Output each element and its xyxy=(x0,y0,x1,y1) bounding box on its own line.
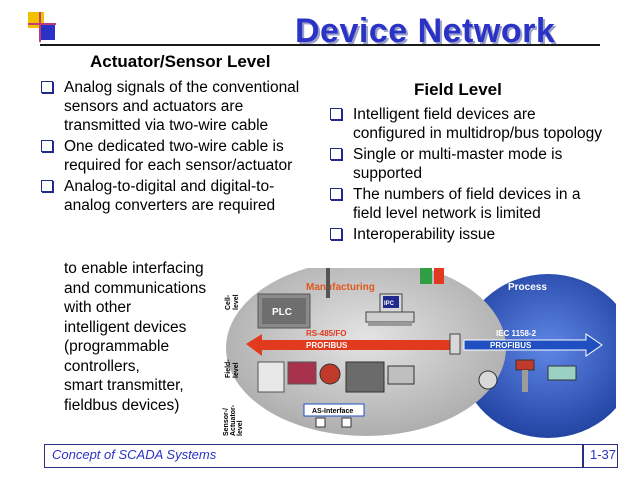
process-area xyxy=(460,274,616,438)
svg-text:IPC: IPC xyxy=(384,301,395,307)
svg-text:Field-: Field- xyxy=(225,359,232,378)
left-bullet-item: Analog signals of the conventional senso… xyxy=(37,78,305,135)
svg-text:level: level xyxy=(233,362,240,378)
manufacturing-label: Manufacturing xyxy=(306,282,375,293)
checkbox-bullet-icon xyxy=(41,140,53,152)
ipc-computer-icon: IPC xyxy=(365,293,415,326)
iec-1158-label: IEC 1158-2 xyxy=(496,329,537,338)
footer-divider xyxy=(582,444,584,468)
title-divider xyxy=(40,44,600,46)
slide-logo-icon xyxy=(28,12,56,42)
checkbox-bullet-icon xyxy=(330,188,342,200)
valve-stem-icon xyxy=(522,370,528,392)
cell-level-label: Cell- level xyxy=(225,294,240,310)
checkbox-bullet-icon xyxy=(330,228,342,240)
asi-sensor-icon xyxy=(315,417,326,428)
left-bullet-item: One dedicated two-wire cable is required… xyxy=(37,137,305,175)
valve-actuator-icon xyxy=(515,359,535,371)
terminal-block-icon xyxy=(387,365,415,385)
gateway-block-icon xyxy=(420,268,432,284)
manufacturing-area xyxy=(226,268,506,436)
as-interface-label: AS-Interface xyxy=(312,408,353,415)
checkbox-bullet-icon xyxy=(330,148,342,160)
svg-text:Actuator-: Actuator- xyxy=(230,404,237,436)
right-bullet-item: The numbers of field devices in a field … xyxy=(326,185,606,223)
right-bullet-item: Intelligent field devices are configured… xyxy=(326,105,606,143)
profibus-left-label: PROFIBUS xyxy=(306,341,348,350)
asi-actuator-icon xyxy=(341,417,352,428)
svg-text:level: level xyxy=(237,420,244,436)
motor-icon xyxy=(319,363,341,385)
svg-text:Sensor-/: Sensor-/ xyxy=(223,408,230,436)
profibus-iec-arrow xyxy=(463,333,603,357)
svg-text:PLC: PLC xyxy=(272,307,292,318)
left-bullet-list: Analog signals of the conventional senso… xyxy=(37,78,305,217)
svg-text:level: level xyxy=(233,294,240,310)
checkbox-bullet-icon xyxy=(330,108,342,120)
plc-device-icon: PLC xyxy=(257,293,311,329)
footer-course-title: Concept of SCADA Systems xyxy=(52,447,217,462)
network-diagram: Manufacturing Process Cell- level Field-… xyxy=(223,268,616,438)
right-heading: Field Level xyxy=(414,80,502,99)
footer-bar xyxy=(44,444,618,468)
gateway-block-icon xyxy=(434,268,444,284)
left-bullet-item: Analog-to-digital and digital-to-analog … xyxy=(37,177,305,215)
slide-title: Device Network xyxy=(295,12,556,50)
drive-unit-icon xyxy=(287,361,317,385)
pressure-transmitter-icon xyxy=(478,370,498,390)
cell-link-line xyxy=(326,268,330,298)
profibus-rs485-arrow xyxy=(246,334,450,356)
svg-text:Cell-: Cell- xyxy=(225,294,232,310)
segment-coupler-icon xyxy=(449,333,461,355)
flow-meter-icon xyxy=(547,365,577,381)
remote-io-icon xyxy=(345,361,385,393)
rs485-fo-label: RS-485/FO xyxy=(306,329,346,338)
profibus-right-label: PROFIBUS xyxy=(490,341,532,350)
checkbox-bullet-icon xyxy=(41,81,53,93)
footer-page-number: 1-37 xyxy=(590,447,617,462)
sensor-actuator-level-label: Sensor-/ Actuator- level xyxy=(223,404,244,436)
checkbox-bullet-icon xyxy=(41,180,53,192)
left-bullet-continuation: to enable interfacing and communications… xyxy=(64,260,207,414)
right-bullet-list: Intelligent field devices are configured… xyxy=(326,105,606,246)
left-heading: Actuator/Sensor Level xyxy=(90,52,271,71)
right-bullet-item: Single or multi-master mode is supported xyxy=(326,145,606,183)
right-bullet-item: Interoperability issue xyxy=(326,225,606,244)
field-level-label: Field- level xyxy=(225,359,240,378)
io-module-icon xyxy=(257,361,285,393)
process-label: Process xyxy=(508,282,547,293)
